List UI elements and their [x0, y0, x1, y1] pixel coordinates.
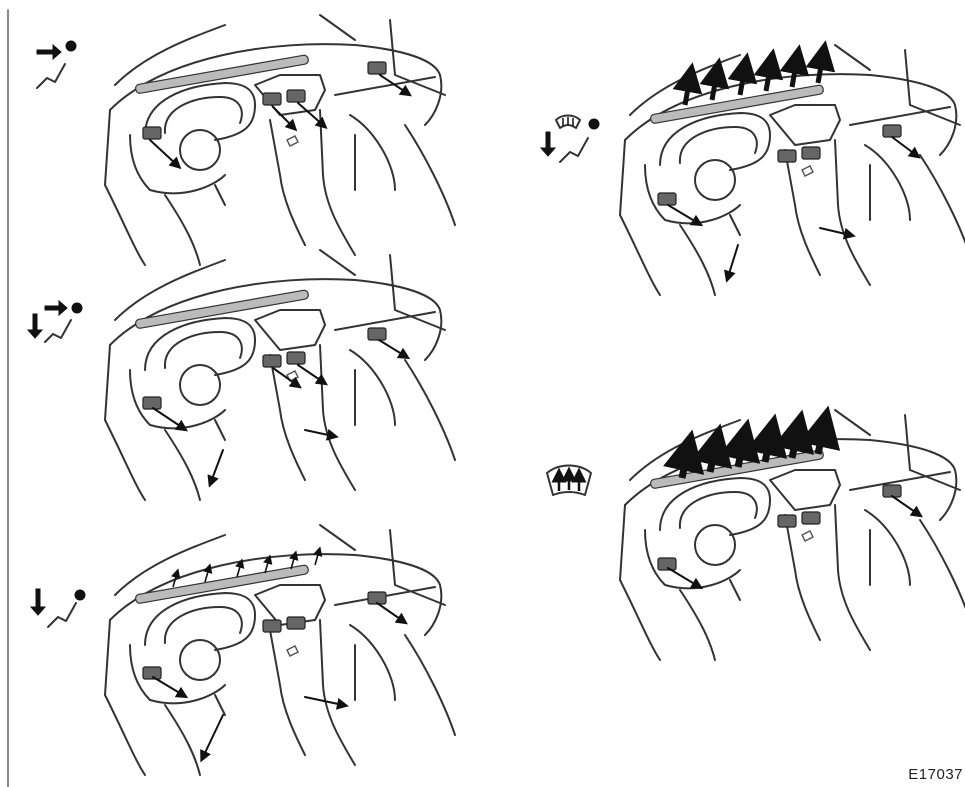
panel-bi-level	[28, 250, 455, 500]
panel-face	[37, 15, 455, 265]
panel-foot-defrost	[541, 45, 965, 295]
figure-reference-code: E17037	[908, 766, 963, 783]
bi-level-mode-icon	[28, 301, 82, 342]
defrost-mode-icon	[547, 466, 591, 496]
panel-defrost	[547, 410, 965, 660]
face-mode-icon	[37, 41, 76, 88]
foot-defrost-mode-icon	[541, 116, 599, 163]
panel-foot	[31, 525, 455, 775]
foot-mode-icon	[31, 589, 85, 627]
